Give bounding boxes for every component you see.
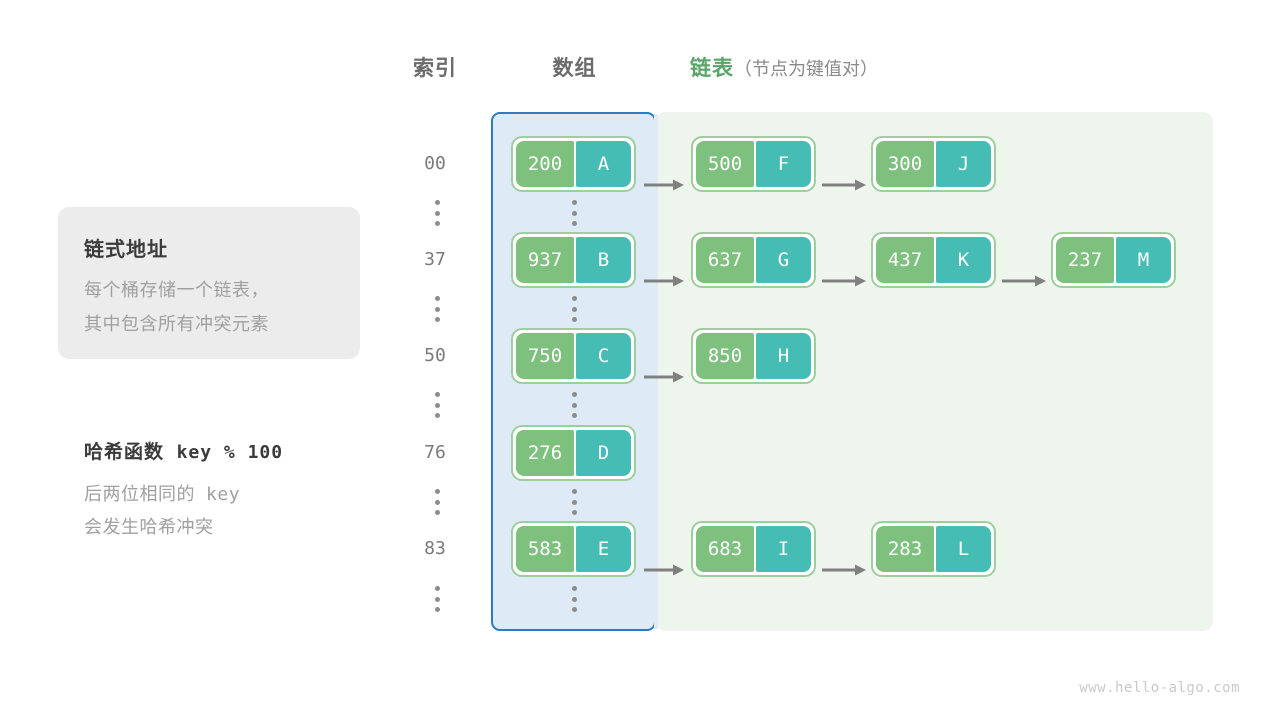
hash-note-line1-text: 后两位相同的 [84,484,195,504]
hash-note-line1-key: key [206,484,241,505]
array-ellipsis-icon [569,586,579,612]
hash-function-title: 哈希函数 key % 100 [84,437,283,464]
watermark: www.hello-algo.com [1079,680,1240,696]
info-card-chaining: 链式地址 每个桶存储一个链表， 其中包含所有冲突元素 [58,207,360,359]
node-key: 683 [696,526,754,572]
chain-arrow-icon [1002,253,1046,309]
row-index-label: 50 [424,345,446,366]
info-card-line-1: 每个桶存储一个链表， [84,280,269,300]
node-value: A [576,141,631,187]
node-key: 437 [876,237,934,283]
hash-function-label: 哈希函数 [84,442,165,463]
chain-arrow-icon [644,349,684,405]
chain-arrow-icon [644,157,684,213]
node-value: J [936,141,991,187]
chain-arrow-icon [822,157,866,213]
node-value: B [576,237,631,283]
node-key: 937 [516,237,574,283]
node-key: 583 [516,526,574,572]
chain-arrow-icon [644,253,684,309]
index-ellipsis-icon [432,392,442,418]
node-value: C [576,333,631,379]
hash-function-note: 后两位相同的 key 会发生哈希冲突 [84,478,240,543]
node-key: 237 [1056,237,1114,283]
hash-function-expression: key % 100 [176,442,284,463]
hash-function-note-line-2: 会发生哈希冲突 [84,517,214,537]
array-ellipsis-icon [569,296,579,322]
row-index-label: 37 [424,249,446,270]
node-key: 637 [696,237,754,283]
node-value: G [756,237,811,283]
index-ellipsis-icon [432,296,442,322]
array-panel-joint [654,114,658,629]
node-value: D [576,430,631,476]
node-value: L [936,526,991,572]
info-card-line-2: 其中包含所有冲突元素 [84,314,269,334]
column-header-linkedlist-title: 链表 [690,57,734,80]
node-value: M [1116,237,1171,283]
node-key: 276 [516,430,574,476]
row-index-label: 76 [424,442,446,463]
index-ellipsis-icon [432,586,442,612]
chain-arrow-icon [822,253,866,309]
array-ellipsis-icon [569,489,579,515]
node-value: I [756,526,811,572]
array-ellipsis-icon [569,392,579,418]
node-key: 850 [696,333,754,379]
index-ellipsis-icon [432,200,442,226]
column-header-linkedlist: 链表（节点为键值对） [690,52,1210,82]
node-key: 500 [696,141,754,187]
node-key: 750 [516,333,574,379]
column-header-array: 数组 [552,57,597,80]
chain-arrow-icon [644,542,684,598]
hash-function-note-line-1: 后两位相同的 key [84,478,240,511]
node-key: 200 [516,141,574,187]
node-value: F [756,141,811,187]
node-key: 300 [876,141,934,187]
row-index-label: 83 [424,538,446,559]
info-card-body: 每个桶存储一个链表， 其中包含所有冲突元素 [84,273,269,341]
index-ellipsis-icon [432,489,442,515]
node-value: E [576,526,631,572]
column-header-index: 索引 [413,57,457,80]
array-ellipsis-icon [569,200,579,226]
node-value: K [936,237,991,283]
info-card-title: 链式地址 [84,239,168,261]
node-value: H [756,333,811,379]
chain-arrow-icon [822,542,866,598]
row-index-label: 00 [424,153,446,174]
node-key: 283 [876,526,934,572]
column-header-linkedlist-note: （节点为键值对） [734,59,878,79]
